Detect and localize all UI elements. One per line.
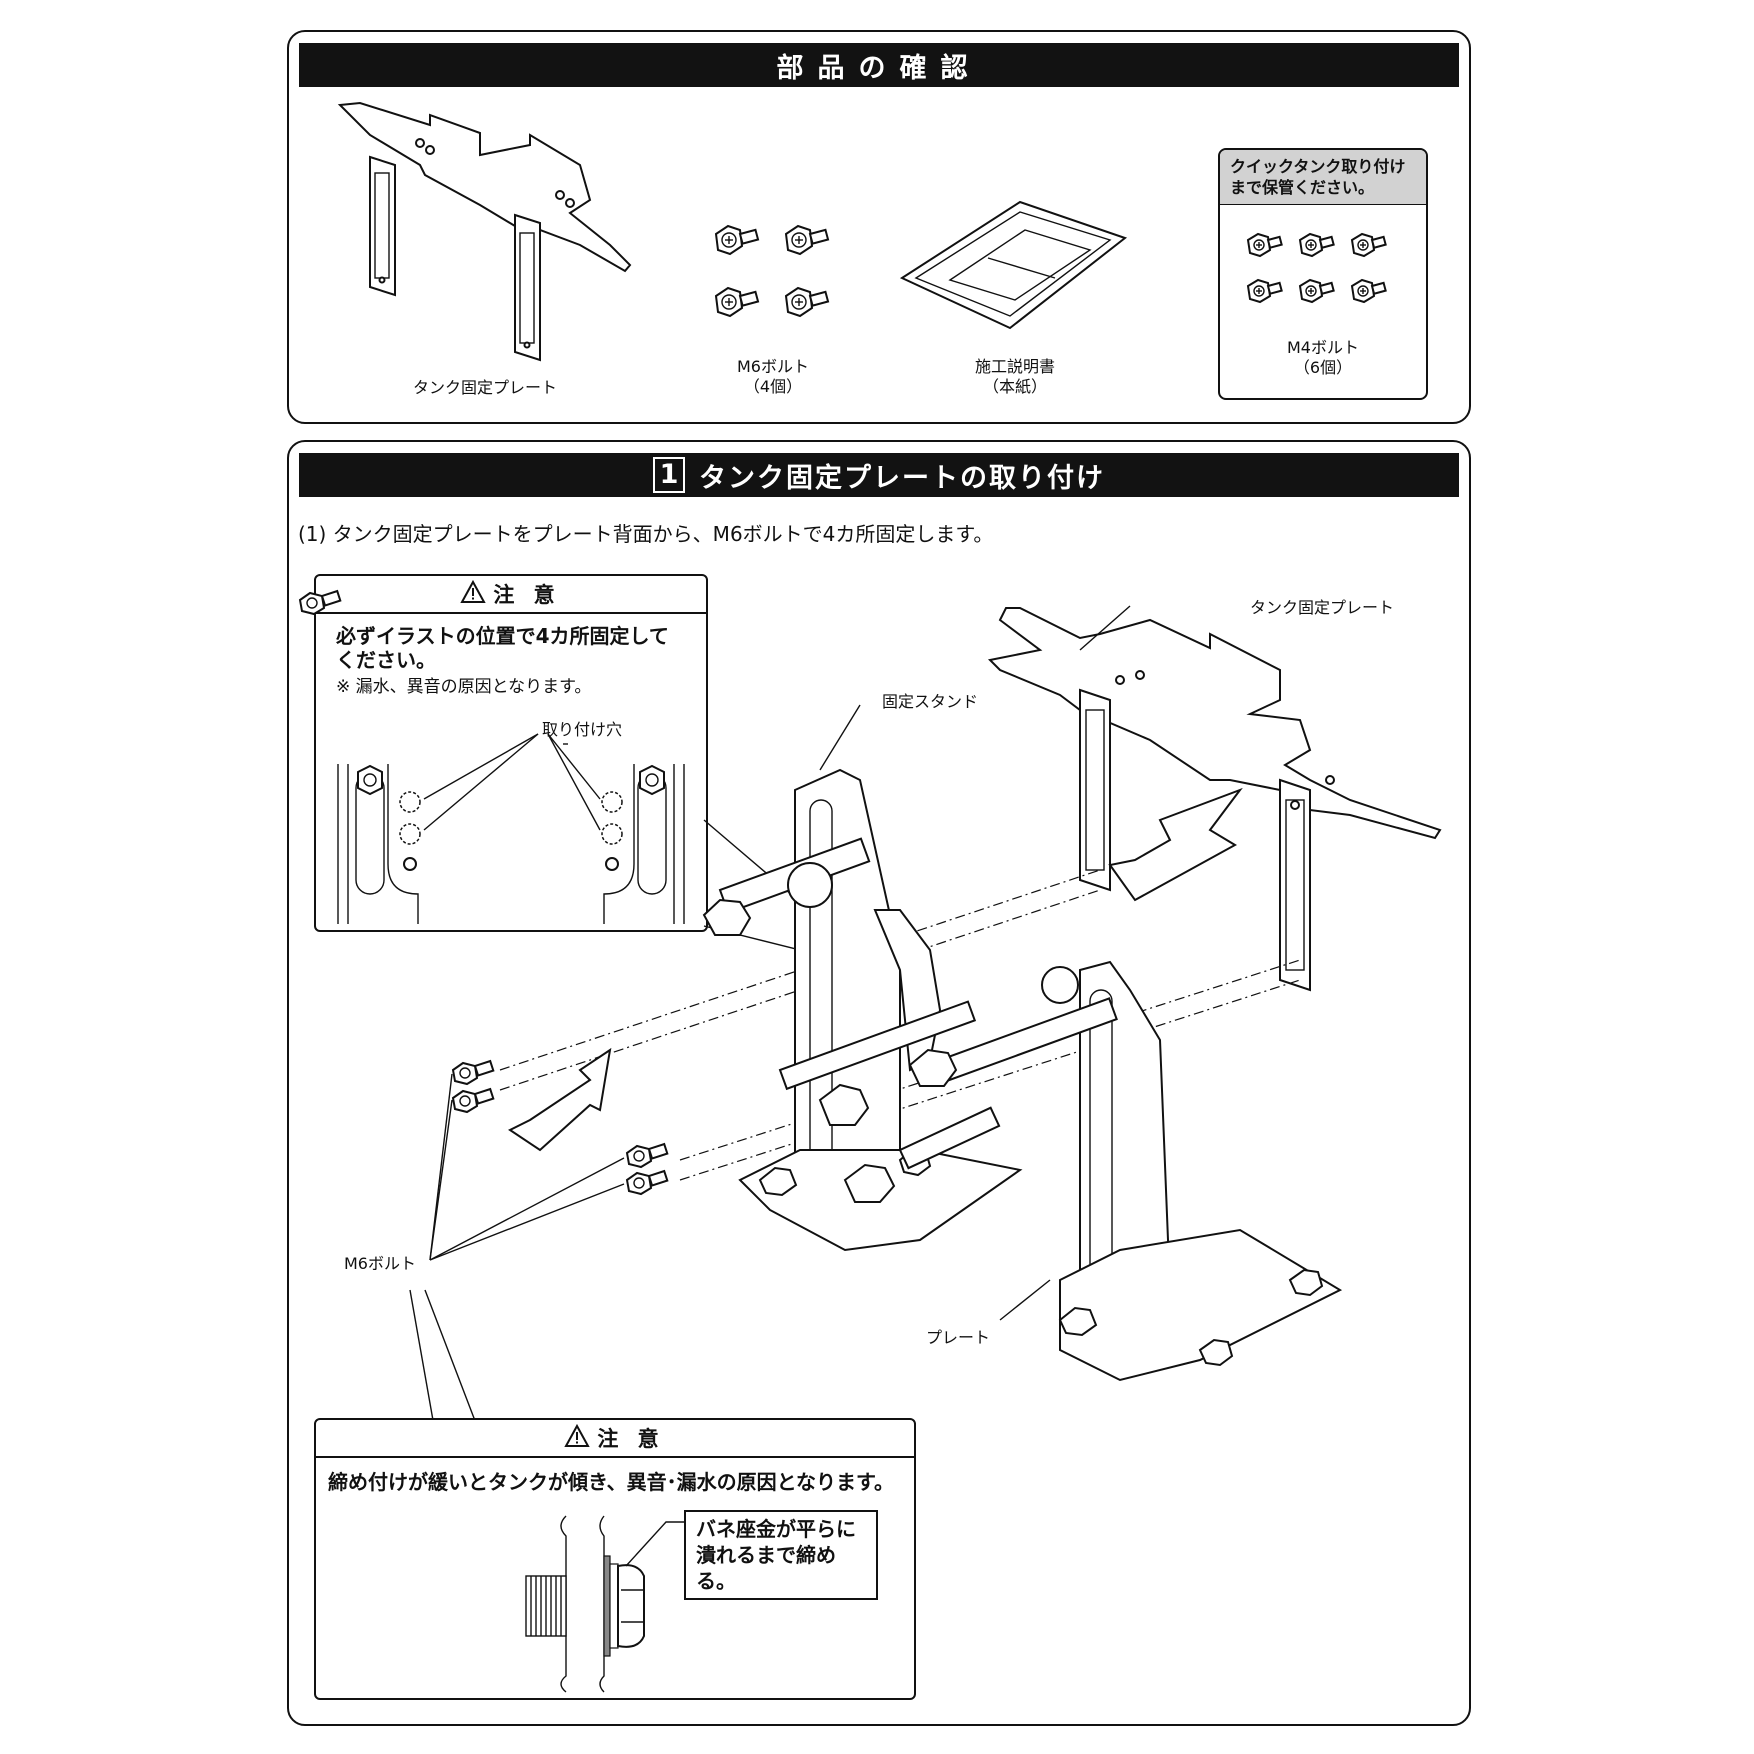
step1-instruction: (1) タンク固定プレートをプレート背面から、M6ボルトで4カ所固定します。 <box>298 522 994 546</box>
m6-bolt-caption: M6ボルト （4個） <box>737 357 809 396</box>
tank-plate-caption: タンク固定プレート <box>412 378 557 397</box>
parts-check-panel: 部品の確認 <box>287 30 1471 424</box>
caution-box-tightening: 注 意 締め付けが緩いとタンクが傾き、異音･漏水の原因となります。 バネ座金が平… <box>314 1418 916 1700</box>
warning-triangle-icon <box>564 1423 591 1452</box>
tank-plate-illustration <box>337 101 632 362</box>
spring-washer-callout: バネ座金が平らに潰れるまで締める。 <box>684 1510 878 1600</box>
manual-caption: 施工説明書 （本紙） <box>974 357 1055 396</box>
caution-note: ※ 漏水、異音の原因となります。 <box>336 677 592 697</box>
step1-title-bar: 1 タンク固定プレートの取り付け <box>299 453 1459 497</box>
storage-note: クイックタンク取り付けまで保管ください。 <box>1220 150 1426 205</box>
caution-text-2: 締め付けが緩いとタンクが傾き、異音･漏水の原因となります。 <box>328 1470 894 1494</box>
fixing-stand-label: 固定スタンド <box>882 688 979 712</box>
spring-washer-detail <box>525 1515 706 1693</box>
m6-bolts-illustration <box>714 224 830 317</box>
parts-title: 部品の確認 <box>776 52 982 84</box>
step-number: 1 <box>653 457 685 493</box>
caution-heading: 注 意 <box>316 576 706 614</box>
m4-bolt-caption: M4ボルト （6個） <box>1287 338 1359 377</box>
m4-bolts-illustration <box>1246 232 1387 303</box>
caution-text: 必ずイラストの位置で4カ所固定してください。 <box>336 624 669 672</box>
mounting-hole-detail <box>337 733 685 924</box>
step1-title: タンク固定プレートの取り付け <box>699 462 1105 494</box>
mounting-hole-label: 取り付け穴 <box>542 716 623 740</box>
m4-bolt-storage-box: クイックタンク取り付けまで保管ください。 M4ボルト （6個） <box>1218 148 1428 400</box>
m6-bolt-label: M6ボルト <box>344 1250 416 1274</box>
warning-triangle-icon <box>460 579 487 608</box>
tank-plate-label: タンク固定プレート <box>1250 594 1395 618</box>
caution-box-positions: 注 意 必ずイラストの位置で4カ所固定してください。 ※ 漏水、異音の原因となり… <box>314 574 708 932</box>
caution-heading-2: 注 意 <box>316 1420 914 1458</box>
plate-label: プレート <box>926 1324 991 1348</box>
parts-title-bar: 部品の確認 <box>299 43 1459 87</box>
manual-illustration <box>899 200 1128 330</box>
assembly-illustration <box>298 589 1442 1461</box>
